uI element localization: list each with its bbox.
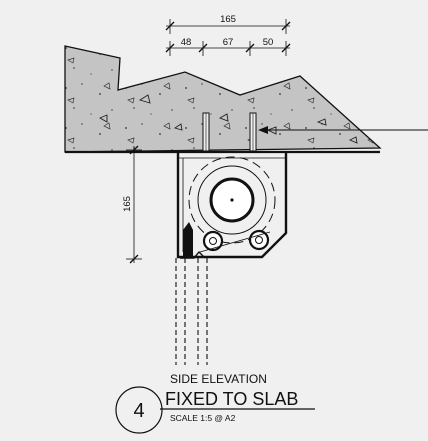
scale-label: SCALE 1:5 @ A2 [170, 413, 236, 423]
left-dimension: 165 [122, 145, 142, 264]
drawing-title: FIXED TO SLAB [165, 389, 298, 409]
leader-arrow [258, 126, 428, 134]
view-label: SIDE ELEVATION [170, 372, 267, 386]
dim-segment-3: 50 [263, 37, 274, 48]
dim-overall-top: 165 [220, 14, 236, 25]
dim-segment-1: 48 [181, 37, 192, 48]
title-block: 4 SIDE ELEVATION FIXED TO SLAB SCALE 1:5… [115, 372, 315, 434]
top-dimensions: 165 48 67 50 [165, 14, 291, 56]
detail-number: 4 [133, 400, 144, 422]
anchor-bolts [202, 112, 257, 152]
blind-fabric [175, 222, 208, 365]
headbox [176, 153, 288, 259]
concrete-slab [64, 45, 382, 154]
dim-vertical-left: 165 [122, 196, 133, 212]
dim-segment-2: 67 [223, 37, 234, 48]
